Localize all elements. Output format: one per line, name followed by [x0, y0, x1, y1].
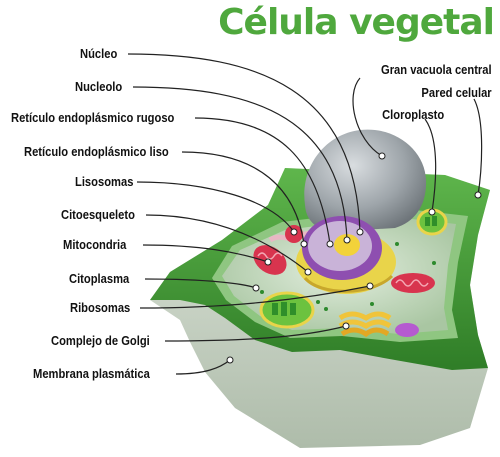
- central-vacuole: [304, 129, 427, 232]
- label-lisosomas: Lisosomas: [75, 174, 134, 189]
- label-rel: Retículo endoplásmico liso: [24, 144, 169, 159]
- chloroplasts: [259, 208, 448, 337]
- label-citoesqueleto: Citoesqueleto: [61, 207, 135, 222]
- label-mitocondria: Mitocondria: [63, 237, 127, 252]
- label-golgi: Complejo de Golgi: [51, 333, 150, 348]
- ribosomes: [260, 242, 436, 311]
- label-cloroplasto: Cloroplasto: [381, 107, 444, 122]
- leader-lines: [127, 53, 483, 375]
- nucleolus: [334, 234, 360, 256]
- label-ribosomas: Ribosomas: [70, 300, 131, 315]
- label-nucleo: Núcleo: [80, 46, 118, 61]
- label-rer: Retículo endoplásmico rugoso: [11, 110, 175, 125]
- nucleus: [296, 216, 396, 294]
- pointer-dots: [226, 152, 482, 364]
- label-citoplasma: Citoplasma: [69, 271, 130, 286]
- label-nucleolo: Nucleolo: [75, 79, 123, 94]
- page-title: Célula vegetal: [218, 2, 495, 43]
- label-vacuola: Gran vacuola central: [381, 62, 492, 77]
- label-pared: Pared celular: [421, 85, 492, 100]
- label-membrana: Membrana plasmática: [33, 366, 150, 381]
